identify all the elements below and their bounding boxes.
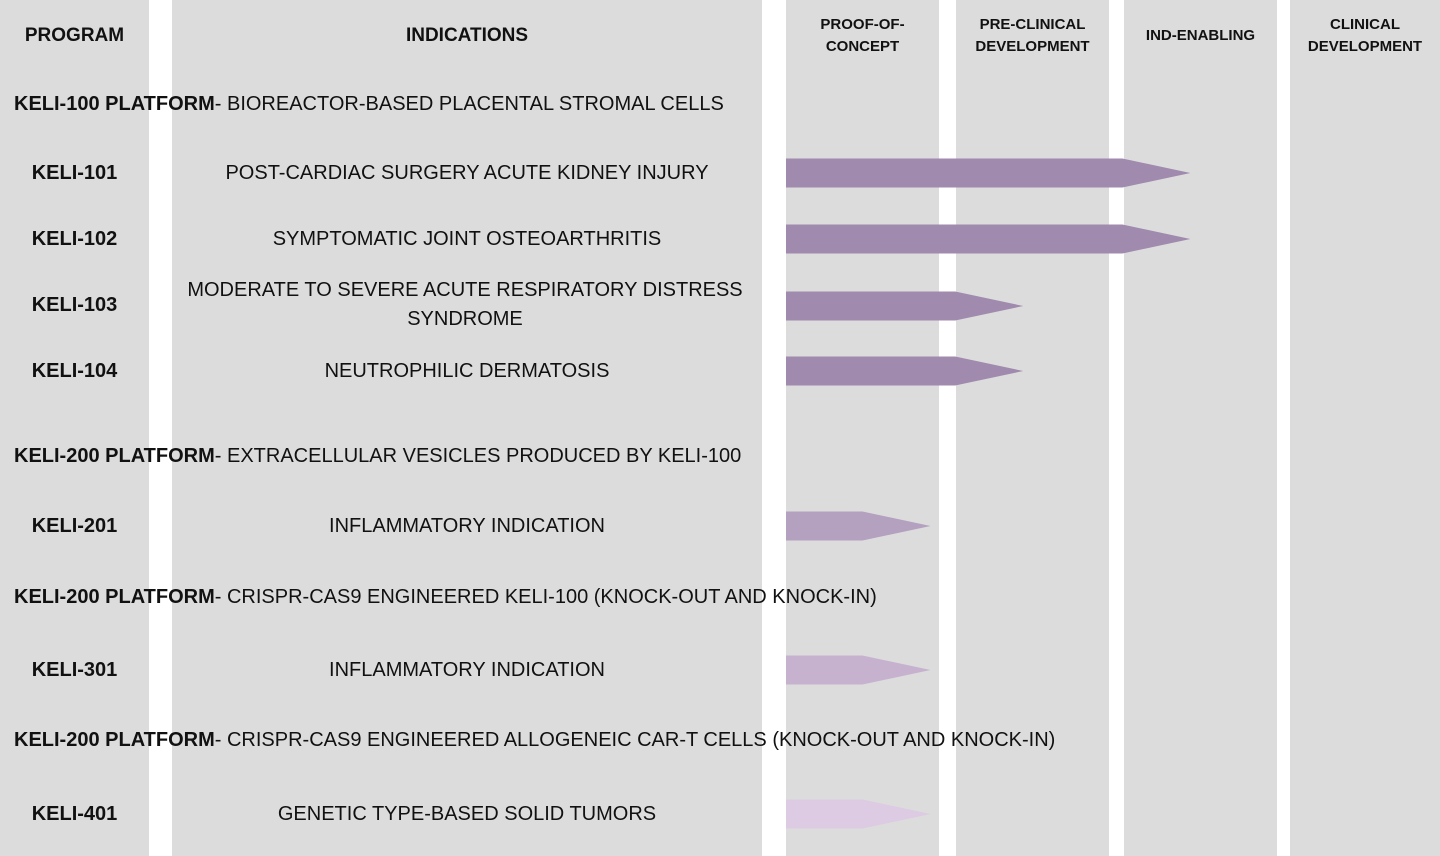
- program-name: KELI-301: [31, 658, 118, 681]
- column-ind-enabling-bg: [1124, 0, 1277, 856]
- header-indications: INDICATIONS: [405, 25, 529, 46]
- column-proof-of-concept-bg: [786, 0, 939, 856]
- platform-subtitle: - CRISPR-CAS9 ENGINEERED KELI-100 (KNOCK…: [214, 585, 877, 608]
- header-clinical-development: CLINICAL DEVELOPMENT: [1307, 16, 1423, 55]
- platform-title: KELI-200 PLATFORM: [14, 728, 215, 751]
- platform-band: KELI-200 PLATFORM - EXTRACELLULAR VESICL…: [0, 424, 1440, 488]
- program-name: KELI-201: [31, 514, 118, 537]
- platform-band: KELI-200 PLATFORM - CRISPR-CAS9 ENGINEER…: [0, 565, 1440, 629]
- program-indication: NEUTROPHILIC DERMATOSIS: [324, 359, 610, 382]
- column-program-bg: [0, 0, 149, 856]
- program-name: KELI-102: [31, 227, 118, 250]
- header-proof-of-concept: PROOF-OF- CONCEPT: [820, 16, 905, 55]
- program-indication: POST-CARDIAC SURGERY ACUTE KIDNEY INJURY: [225, 161, 709, 184]
- column-pre-clinical-bg: [956, 0, 1109, 856]
- progress-arrow-keli-103: [786, 291, 1024, 321]
- platform-title: KELI-100 PLATFORM: [14, 92, 215, 115]
- program-name: KELI-401: [31, 802, 118, 825]
- progress-arrow-keli-102: [786, 224, 1191, 254]
- platform-title: KELI-200 PLATFORM: [14, 585, 215, 608]
- program-name: KELI-104: [31, 359, 118, 382]
- header-program: PROGRAM: [24, 25, 125, 46]
- program-name: KELI-101: [31, 161, 118, 184]
- platform-title: KELI-200 PLATFORM: [14, 444, 215, 467]
- platform-band: KELI-100 PLATFORM - BIOREACTOR-BASED PLA…: [0, 72, 1440, 136]
- program-indication: INFLAMMATORY INDICATION: [329, 658, 605, 681]
- platform-band: KELI-200 PLATFORM - CRISPR-CAS9 ENGINEER…: [0, 708, 1440, 772]
- header-ind-enabling: IND-ENABLING: [1145, 27, 1256, 44]
- progress-arrow-keli-401: [786, 799, 931, 829]
- program-indication: SYMPTOMATIC JOINT OSTEOARTHRITIS: [272, 227, 662, 250]
- progress-arrow-keli-201: [786, 511, 931, 541]
- program-name: KELI-103: [31, 293, 118, 316]
- platform-subtitle: - BIOREACTOR-BASED PLACENTAL STROMAL CEL…: [214, 92, 724, 115]
- program-indication: MODERATE TO SEVERE ACUTE RESPIRATORY DIS…: [187, 279, 743, 330]
- progress-arrow-keli-301: [786, 655, 931, 685]
- header-pre-clinical-development: PRE-CLINICAL DEVELOPMENT: [975, 16, 1090, 55]
- platform-subtitle: - CRISPR-CAS9 ENGINEERED ALLOGENEIC CAR-…: [214, 728, 1056, 751]
- progress-arrow-keli-104: [786, 356, 1024, 386]
- program-indication: GENETIC TYPE-BASED SOLID TUMORS: [277, 802, 657, 825]
- column-indications-bg: [172, 0, 762, 856]
- column-clinical-bg: [1290, 0, 1440, 856]
- progress-arrow-keli-101: [786, 158, 1191, 188]
- program-indication: INFLAMMATORY INDICATION: [329, 514, 605, 537]
- platform-subtitle: - EXTRACELLULAR VESICLES PRODUCED BY KEL…: [214, 444, 742, 467]
